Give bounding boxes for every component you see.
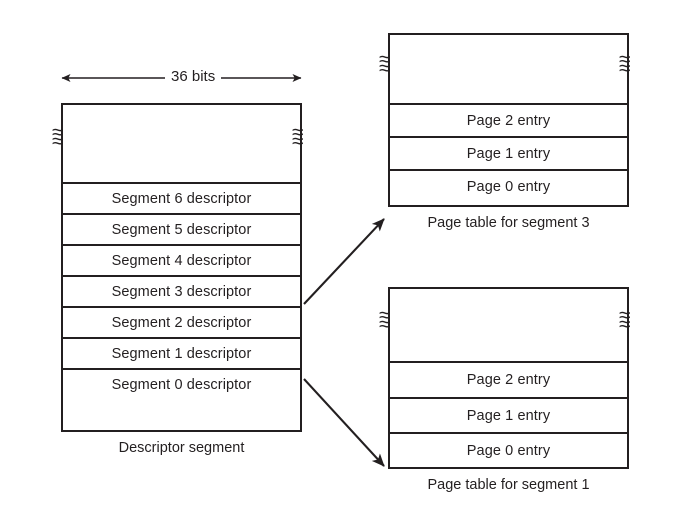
descriptor-row-segment-1[interactable]: Segment 1 descriptor — [63, 337, 300, 368]
page-entry-row-1[interactable]: Page 1 entry — [390, 136, 627, 169]
break-mark-icon: ≈ ≈ — [292, 121, 304, 153]
descriptor-row-segment-5[interactable]: Segment 5 descriptor — [63, 213, 300, 244]
page-table-continuation-row — [390, 35, 627, 103]
descriptor-row-label: Segment 6 descriptor — [111, 190, 252, 207]
descriptor-row-label: Segment 1 descriptor — [111, 345, 252, 362]
break-mark-icon: ≈ ≈ — [379, 48, 391, 80]
page-entry-row-2[interactable]: Page 2 entry — [390, 103, 627, 136]
descriptor-segment-caption: Descriptor segment — [118, 440, 245, 456]
break-mark-icon: ≈ ≈ — [52, 121, 64, 153]
page-entry-label: Page 0 entry — [466, 178, 551, 195]
page-entry-label: Page 1 entry — [466, 145, 551, 162]
descriptor-row-segment-4[interactable]: Segment 4 descriptor — [63, 244, 300, 275]
descriptor-row-label: Segment 4 descriptor — [111, 252, 252, 269]
descriptor-row-segment-0[interactable]: Segment 0 descriptor — [63, 368, 300, 399]
page-table-segment-3-caption: Page table for segment 3 — [427, 215, 590, 231]
descriptor-row-segment-6[interactable]: Segment 6 descriptor — [63, 182, 300, 213]
descriptor-row-segment-2[interactable]: Segment 2 descriptor — [63, 306, 300, 337]
break-mark-icon: ≈ ≈ — [379, 304, 391, 336]
page-table-segment-1: Page 2 entry Page 1 entry Page 0 entry — [388, 287, 629, 469]
page-table-segment-1-caption: Page table for segment 1 — [427, 477, 590, 493]
page-entry-row-0[interactable]: Page 0 entry — [390, 169, 627, 202]
page-entry-label: Page 2 entry — [466, 372, 551, 388]
page-table-segment-3: Page 2 entry Page 1 entry Page 0 entry — [388, 33, 629, 207]
width-label-36-bits: 36 bits — [165, 68, 222, 85]
break-mark-icon: ≈ ≈ — [619, 304, 631, 336]
descriptor-segment-table: Segment 6 descriptor Segment 5 descripto… — [61, 103, 302, 432]
break-mark-icon: ≈ ≈ — [619, 48, 631, 80]
page-entry-label: Page 1 entry — [466, 407, 551, 424]
page-entry-row-2[interactable]: Page 2 entry — [390, 361, 627, 397]
descriptor-row-segment-3[interactable]: Segment 3 descriptor — [63, 275, 300, 306]
page-entry-label: Page 0 entry — [466, 442, 551, 459]
descriptor-row-label: Segment 3 descriptor — [111, 283, 252, 300]
descriptor-row-label: Segment 0 descriptor — [111, 376, 252, 393]
page-entry-row-0[interactable]: Page 0 entry — [390, 432, 627, 467]
descriptor-row-label: Segment 2 descriptor — [111, 314, 252, 331]
page-entry-row-1[interactable]: Page 1 entry — [390, 397, 627, 432]
page-table-continuation-row — [390, 289, 627, 361]
descriptor-segment-continuation-row — [63, 105, 300, 182]
page-entry-label: Page 2 entry — [466, 112, 551, 129]
descriptor-row-label: Segment 5 descriptor — [111, 221, 252, 238]
